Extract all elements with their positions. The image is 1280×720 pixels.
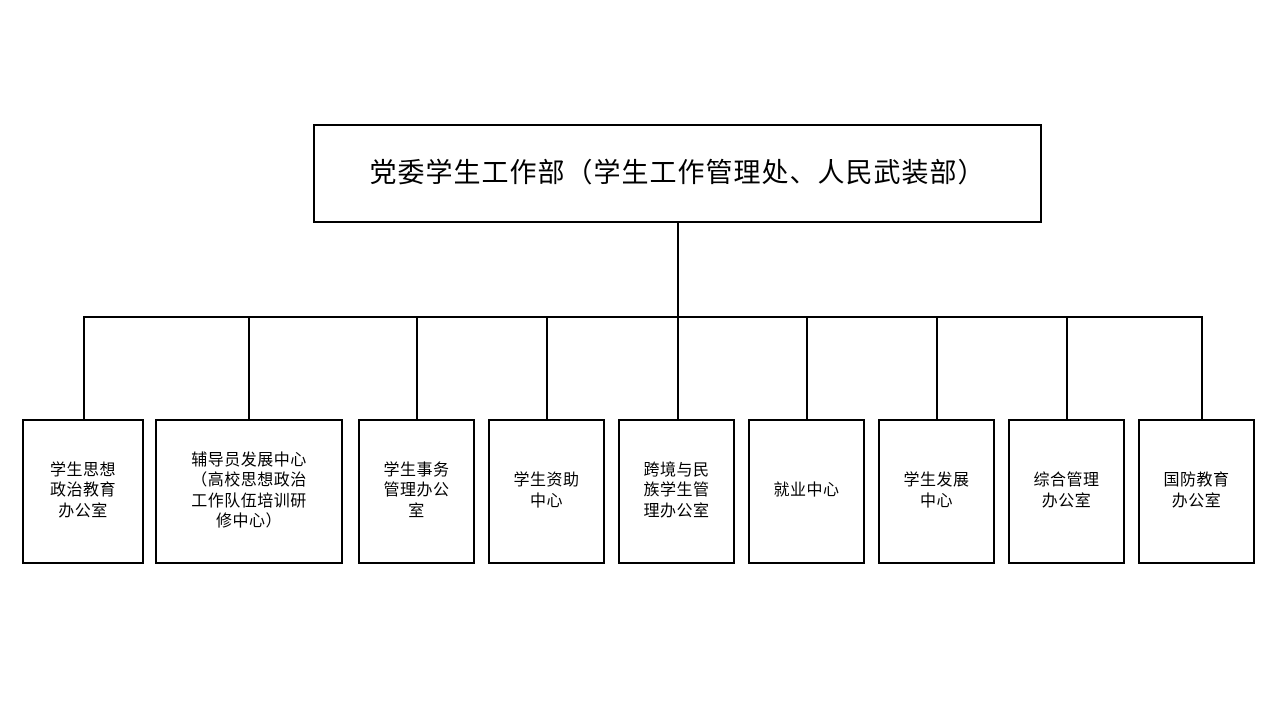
org-node-national-defense-education-office[interactable]: 国防教育 办公室	[1138, 419, 1255, 564]
horizontal-bus-line	[83, 316, 1202, 318]
org-node-label-7: 学生发展 中心	[903, 472, 970, 510]
org-node-student-financial-aid-center[interactable]: 学生资助 中心	[488, 419, 605, 564]
drop-line-3	[416, 316, 418, 420]
org-node-label-5: 跨境与民 族学生管 理办公室	[643, 461, 710, 520]
org-node-cross-border-and-ethnic-student-management-office[interactable]: 跨境与民 族学生管 理办公室	[618, 419, 735, 564]
org-node-student-development-center[interactable]: 学生发展 中心	[878, 419, 995, 564]
root-trunk-line	[677, 223, 679, 318]
org-node-label-6: 就业中心	[773, 482, 840, 500]
org-node-label-8: 综合管理 办公室	[1033, 472, 1100, 510]
drop-line-9	[1201, 316, 1203, 420]
drop-line-1	[83, 316, 85, 420]
drop-line-4	[546, 316, 548, 420]
org-node-comprehensive-management-office[interactable]: 综合管理 办公室	[1008, 419, 1125, 564]
drop-line-5	[677, 316, 679, 420]
drop-line-6	[806, 316, 808, 420]
org-node-counselor-development-center[interactable]: 辅导员发展中心 （高校思想政治 工作队伍培训研 修中心）	[155, 419, 343, 564]
drop-line-2	[248, 316, 250, 420]
drop-line-8	[1066, 316, 1068, 420]
org-node-student-ideological-political-education-office[interactable]: 学生思想 政治教育 办公室	[22, 419, 144, 564]
org-node-employment-center[interactable]: 就业中心	[748, 419, 865, 564]
org-node-label-4: 学生资助 中心	[513, 472, 580, 510]
org-node-label-1: 学生思想 政治教育 办公室	[49, 461, 116, 520]
org-node-student-affairs-management-office[interactable]: 学生事务 管理办公 室	[358, 419, 475, 564]
org-node-root[interactable]: 党委学生工作部（学生工作管理处、人民武装部）	[313, 124, 1042, 223]
org-node-root-label: 党委学生工作部（学生工作管理处、人民武装部）	[369, 158, 986, 189]
org-node-label-9: 国防教育 办公室	[1163, 472, 1230, 510]
org-node-label-2: 辅导员发展中心 （高校思想政治 工作队伍培训研 修中心）	[191, 451, 307, 530]
org-node-label-3: 学生事务 管理办公 室	[383, 461, 450, 520]
drop-line-7	[936, 316, 938, 420]
